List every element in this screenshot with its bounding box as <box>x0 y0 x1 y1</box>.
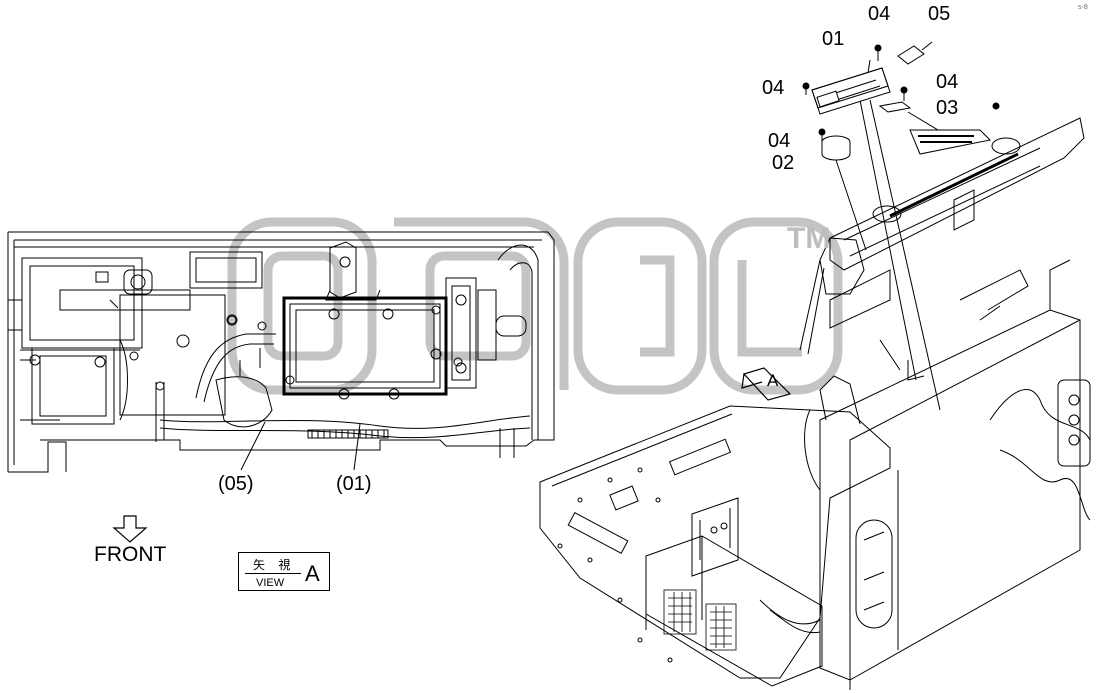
callout-01: 01 <box>822 28 845 50</box>
isometric-view <box>539 59 1091 690</box>
trademark-mark: TM <box>787 222 831 255</box>
screws-04 <box>802 44 1000 141</box>
view-label-letter: A <box>305 561 320 586</box>
corner-mark: s-8 <box>1078 4 1088 11</box>
callout-04-left: 04 <box>762 77 785 99</box>
view-label-divider <box>245 573 301 574</box>
callout-05: 05 <box>928 3 951 25</box>
view-a-marker-letter: A <box>767 371 779 390</box>
view-a-label-box: 矢 視 VIEW A <box>238 552 330 591</box>
callout-03: 03 <box>936 97 959 119</box>
part-05-connector <box>897 41 933 65</box>
callout-04-right: 04 <box>936 71 959 93</box>
view-label-jp: 矢 視 <box>253 558 296 572</box>
view-a-direction-marker <box>741 367 792 401</box>
detail-view-a <box>7 231 555 473</box>
front-label: FRONT <box>94 543 167 566</box>
part-03-plate <box>878 101 912 113</box>
view-label-en: VIEW <box>256 577 285 589</box>
part-02-grommet <box>821 135 851 161</box>
callout-04-top: 04 <box>868 3 891 25</box>
callout-ref-01: (01) <box>336 473 372 495</box>
callout-04-mid: 04 <box>768 130 791 152</box>
callout-ref-05: (05) <box>218 473 254 495</box>
callout-02: 02 <box>772 152 795 174</box>
part-01-controller <box>811 67 891 115</box>
front-arrow-icon <box>112 515 148 543</box>
watermark-logo <box>227 217 843 395</box>
